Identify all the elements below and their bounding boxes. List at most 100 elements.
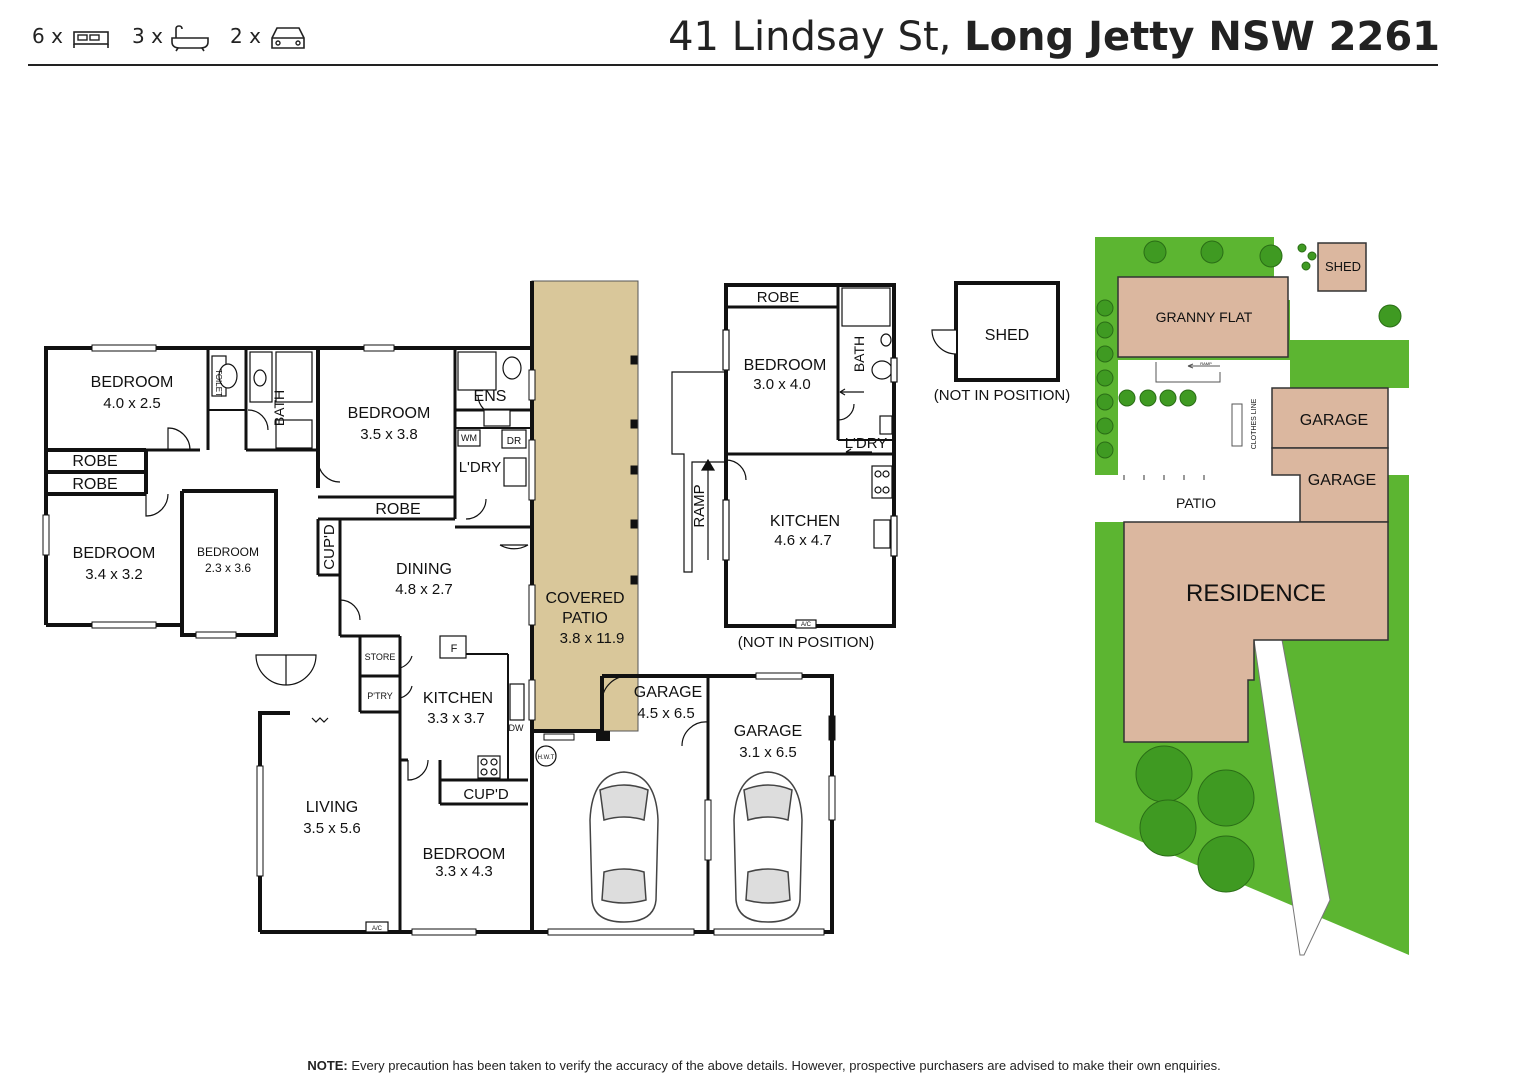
pantry-label: P'TRY xyxy=(367,691,393,701)
bed2-name: BEDROOM xyxy=(73,545,156,562)
washing-machine xyxy=(457,429,481,447)
robe3-label: ROBE xyxy=(375,501,420,518)
hot-water-tank xyxy=(535,745,557,767)
store-label: STORE xyxy=(365,652,396,662)
gf-laundry-tub xyxy=(879,415,893,435)
basin-fixture xyxy=(253,369,267,387)
robe2-label: ROBE xyxy=(72,476,117,493)
site-ramp-label: RAMP xyxy=(1200,361,1212,366)
gf-bed-name: BEDROOM xyxy=(744,357,827,374)
footer-note-text: Every precaution has been taken to verif… xyxy=(347,1058,1221,1073)
footer-note-label: NOTE: xyxy=(307,1058,348,1073)
kitchen-size: 3.3 x 3.7 xyxy=(427,710,485,727)
garage1-name: GARAGE xyxy=(634,684,702,701)
car-count: 2 x xyxy=(230,24,261,48)
dr-label: DR xyxy=(507,436,521,447)
main-house xyxy=(44,280,834,934)
bed4-size: 3.5 x 3.8 xyxy=(360,426,418,443)
property-address: 41 Lindsay St, Long Jetty NSW 2261 xyxy=(668,14,1440,60)
site-clothes-line-label: CLOTHES LINE xyxy=(1251,398,1258,449)
gf-sink xyxy=(873,519,891,549)
address-suburb: Long Jetty NSW 2261 xyxy=(964,14,1440,60)
bath-icon xyxy=(171,25,209,52)
patio-line2: PATIO xyxy=(562,610,608,627)
shed-name: SHED xyxy=(985,327,1029,344)
laundry-label: L'DRY xyxy=(459,459,502,476)
gf-bed-size: 3.0 x 4.0 xyxy=(753,376,811,393)
hwt-label: H.W.T xyxy=(538,755,555,761)
granny-flat xyxy=(724,283,896,628)
ens-label: ENS xyxy=(474,388,507,405)
bed4-name: BEDROOM xyxy=(348,405,431,422)
site-garage2-label: GARAGE xyxy=(1308,472,1376,489)
site-patio-label: PATIO xyxy=(1176,495,1216,511)
fridge-label: F xyxy=(451,643,458,655)
bed2-size: 3.4 x 3.2 xyxy=(85,566,143,583)
bedroom-count-text: 6 x xyxy=(32,24,63,48)
cooktop xyxy=(477,755,501,779)
ens-shower xyxy=(457,351,497,391)
gf-kitchen-size: 4.6 x 4.7 xyxy=(774,532,832,549)
bathtub-fixture xyxy=(275,351,313,403)
gf-note: (NOT IN POSITION) xyxy=(738,634,874,651)
bath-label: BATH xyxy=(271,390,287,426)
site-plan: SHED GRANNY FLAT RAMP CLOTHES LINE GARAG… xyxy=(1095,237,1409,956)
car-count-text: 2 x xyxy=(230,24,261,48)
toilet-bowl xyxy=(218,363,238,389)
main-ac-label: A/C xyxy=(372,926,383,932)
cupd1-label: CUP'D xyxy=(321,524,338,570)
dw-label: DW xyxy=(509,723,524,733)
ens-basin xyxy=(483,409,511,427)
main-house-windows xyxy=(42,344,836,936)
car-icon xyxy=(271,27,305,49)
robe1-label: ROBE xyxy=(72,453,117,470)
site-shed-label: SHED xyxy=(1325,259,1361,274)
gf-ac-label: A/C xyxy=(801,622,812,628)
main-house-doors xyxy=(145,394,709,781)
gf-robe-label: ROBE xyxy=(757,289,800,306)
garage2-name: GARAGE xyxy=(734,723,802,740)
garage1-size: 4.5 x 6.5 xyxy=(637,705,695,722)
granny-flat-details xyxy=(671,287,898,629)
toilet-label: TOILET xyxy=(214,369,223,397)
living-size: 3.5 x 5.6 xyxy=(303,820,361,837)
granny-flat-labels: ROBE BATH BEDROOM 3.0 x 4.0 L'DRY RAMP K… xyxy=(691,289,887,651)
main-house-fixtures xyxy=(211,351,557,933)
garage-cars xyxy=(589,771,803,923)
site-granny-flat-label: GRANNY FLAT xyxy=(1156,309,1253,325)
main-house-labels: BEDROOM 4.0 x 2.5 ROBE ROBE BEDROOM 3.4 … xyxy=(72,369,802,932)
gf-ramp-label: RAMP xyxy=(691,484,708,527)
gf-kitchen-name: KITCHEN xyxy=(770,513,840,530)
cupd2-label: CUP'D xyxy=(463,786,509,803)
wm-label: WM xyxy=(461,433,477,443)
dryer xyxy=(501,429,527,449)
dining-size: 4.8 x 2.7 xyxy=(395,581,453,598)
site-garage1-label: GARAGE xyxy=(1300,412,1368,429)
bathroom-count-text: 3 x xyxy=(132,24,163,48)
car-icon xyxy=(733,771,803,923)
gf-shower xyxy=(841,287,891,327)
bed5-name: BEDROOM xyxy=(423,846,506,863)
living-name: LIVING xyxy=(306,799,358,816)
address-street: 41 Lindsay St, xyxy=(668,14,952,60)
ens-toilet xyxy=(502,356,522,380)
bedroom-count: 6 x xyxy=(32,24,63,48)
car-icon xyxy=(589,771,659,923)
kitchen-name: KITCHEN xyxy=(423,690,493,707)
footer-note: NOTE: Every precaution has been taken to… xyxy=(0,1058,1528,1073)
shed: SHED (NOT IN POSITION) xyxy=(931,281,1070,404)
site-residence-label: RESIDENCE xyxy=(1186,580,1326,607)
dining-name: DINING xyxy=(396,561,452,578)
patio-line1: COVERED xyxy=(545,590,624,607)
laundry-tub xyxy=(503,457,527,487)
bed1-name: BEDROOM xyxy=(91,374,174,391)
gf-bath-label: BATH xyxy=(851,336,867,372)
gf-ac xyxy=(795,619,817,629)
patio-size: 3.8 x 11.9 xyxy=(560,630,625,647)
gf-laundry-label: L'DRY xyxy=(845,435,888,452)
shed-note: (NOT IN POSITION) xyxy=(934,387,1070,404)
fridge-box xyxy=(439,635,467,659)
garage2-size: 3.1 x 6.5 xyxy=(739,744,797,761)
shower-tray xyxy=(275,419,313,449)
